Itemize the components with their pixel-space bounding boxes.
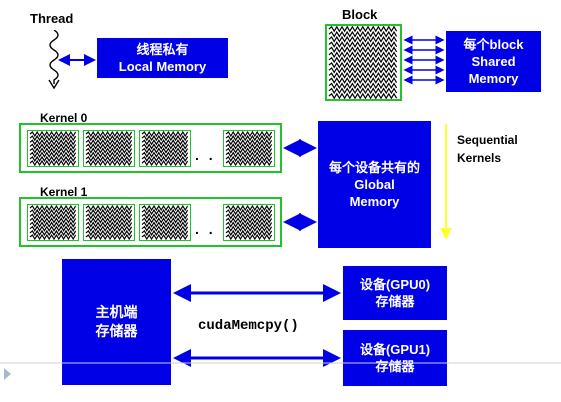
- gpu1-memory-line1: 设备(GPU1): [359, 342, 431, 357]
- kernel-1-frame: . . .: [19, 197, 282, 247]
- global-memory-line2: Global: [354, 177, 395, 192]
- global-memory-box: 每个设备共有的 Global Memory: [318, 121, 431, 248]
- shared-memory-line2: Shared: [471, 54, 516, 69]
- zigzag-thread-bundle-icon: [29, 130, 77, 167]
- sequential-line1: Sequential: [457, 133, 518, 147]
- cudamemcpy-label: cudaMemcpy(): [198, 318, 299, 334]
- kernel-0-block-3: [139, 130, 191, 167]
- zigzag-thread-bundle-icon: [141, 204, 189, 241]
- kernel-0-frame: . . .: [19, 123, 282, 173]
- thread-label: Thread: [30, 11, 74, 26]
- thread-wavy-icon: [48, 30, 60, 90]
- kernel-0-block-4: [223, 130, 275, 167]
- local-memory-line1: 线程私有: [136, 42, 189, 57]
- kernel-1-label: Kernel 1: [40, 185, 88, 199]
- gpu0-memory-box: 设备(GPU0) 存储器: [343, 266, 447, 320]
- kernel-0-ellipsis: . . .: [195, 147, 230, 163]
- gpu1-memory-box: 设备(GPU1) 存储器: [343, 330, 447, 386]
- kernel-0-block-2: [83, 130, 135, 167]
- kernel-0-block-1: [27, 130, 79, 167]
- kernel-1-block-4: [223, 204, 275, 241]
- global-memory-line1: 每个设备共有的: [328, 160, 420, 175]
- shared-memory-box: 每个block Shared Memory: [446, 31, 541, 92]
- local-memory-box: 线程私有 Local Memory: [97, 38, 228, 78]
- kernel-1-block-3: [139, 204, 191, 241]
- zigzag-thread-bundle-icon: [29, 204, 77, 241]
- sequential-kernels-label: Sequential Kernels: [457, 131, 518, 167]
- zigzag-thread-bundle-icon: [85, 204, 133, 241]
- block-frame: [325, 24, 402, 101]
- nav-triangle-icon[interactable]: [4, 368, 11, 380]
- block-label: Block: [342, 7, 378, 22]
- shared-memory-line3: Memory: [468, 71, 519, 86]
- kernel-1-block-2: [83, 204, 135, 241]
- global-memory-line3: Memory: [349, 194, 400, 209]
- host-memory-box: 主机端 存储器: [62, 259, 171, 385]
- gpu0-memory-line1: 设备(GPU0): [359, 277, 431, 292]
- zigzag-thread-bundle-icon: [225, 204, 273, 241]
- block-shared-arrows: [403, 35, 445, 85]
- kernel-1-block-1: [27, 204, 79, 241]
- kernel-1-ellipsis: . . .: [195, 221, 230, 237]
- zigzag-thread-bundle-icon: [85, 130, 133, 167]
- local-memory-line2: Local Memory: [118, 59, 207, 74]
- host-memory-line1: 主机端: [95, 304, 138, 320]
- shared-memory-line1: 每个block: [463, 37, 524, 52]
- sequential-line2: Kernels: [457, 151, 502, 165]
- kernel-0-label: Kernel 0: [40, 111, 88, 125]
- block-threads-icon: [328, 25, 398, 100]
- gpu0-memory-line2: 存储器: [375, 294, 415, 309]
- zigzag-thread-bundle-icon: [225, 130, 273, 167]
- zigzag-thread-bundle-icon: [141, 130, 189, 167]
- host-memory-line2: 存储器: [95, 323, 138, 339]
